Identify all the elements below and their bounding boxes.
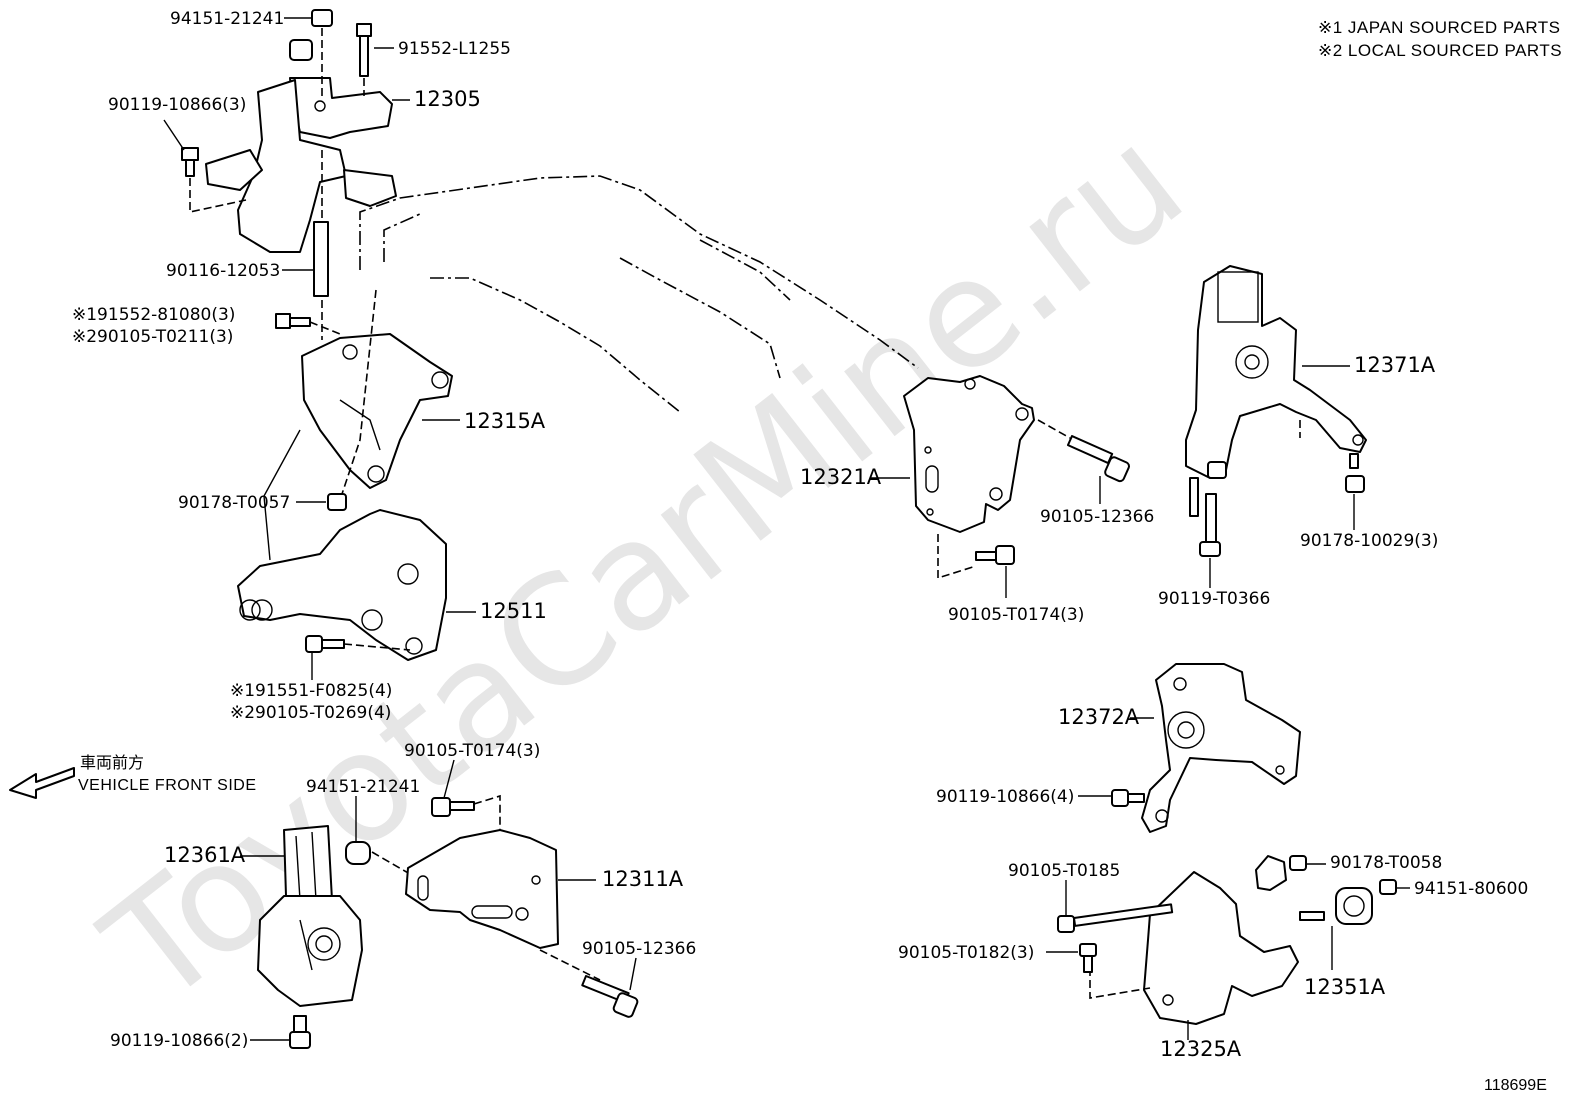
bracket-12321A [903, 375, 1071, 580]
stud-90119-T0366 [1199, 493, 1221, 557]
label-94151-21241-top[interactable]: 94151-21241 [170, 9, 284, 29]
bolt-91552-L1255 [356, 23, 372, 96]
bolt-90119-10866-2 [289, 1015, 311, 1049]
label-90116-12053[interactable]: 90116-12053 [166, 261, 280, 281]
label-12315A[interactable]: 12315A [464, 409, 546, 433]
label-90119-10866-4[interactable]: 90119-10866(4) [936, 787, 1074, 807]
direction-en: VEHICLE FRONT SIDE [78, 777, 257, 794]
bracket-12315A [301, 289, 453, 501]
label-90105-T0174-mid[interactable]: 90105-T0174(3) [948, 605, 1084, 625]
label-91552-81080[interactable]: ※191552-81080(3) [72, 305, 235, 325]
stud-90116-12053 [313, 150, 329, 340]
bolt-90119-10866-4 [1111, 789, 1145, 807]
label-12371A[interactable]: 12371A [1354, 353, 1436, 377]
bolt-90105-12366-mid [1066, 434, 1130, 483]
label-94151-80600[interactable]: 94151-80600 [1414, 879, 1528, 899]
label-90105-T0182[interactable]: 90105-T0182(3) [898, 943, 1034, 963]
label-90105-T0185[interactable]: 90105-T0185 [1008, 861, 1120, 881]
engine-mount-12372A [1141, 663, 1301, 833]
bolt-90105-12366-bottom [581, 975, 639, 1018]
label-90178-T0058[interactable]: 90178-T0058 [1330, 853, 1442, 873]
label-90105-T0211[interactable]: ※290105-T0211(3) [72, 327, 233, 347]
label-12372A[interactable]: 12372A [1058, 705, 1140, 729]
label-90105-12366-bottom[interactable]: 90105-12366 [582, 939, 696, 959]
nut-94151-80600 [1379, 879, 1397, 895]
label-90119-T0366[interactable]: 90119-T0366 [1158, 589, 1270, 609]
sheet-id: 118699E [1484, 1077, 1547, 1094]
label-12321A[interactable]: 12321A [800, 465, 882, 489]
label-90105-12366-mid[interactable]: 90105-12366 [1040, 507, 1154, 527]
label-12351A[interactable]: 12351A [1304, 975, 1386, 999]
label-90178-10029[interactable]: 90178-10029(3) [1300, 531, 1438, 551]
bolt-90119-10866-top [181, 147, 247, 213]
label-90105-T0174-bottom[interactable]: 90105-T0174(3) [404, 741, 540, 761]
label-12511[interactable]: 12511 [480, 599, 547, 623]
leader-lines [163, 17, 1410, 1041]
bolt-91552-81080 [275, 313, 341, 335]
bracket-12325A [1089, 855, 1299, 1025]
nut-90178-T0057 [327, 493, 347, 511]
label-91552-L1255[interactable]: 91552-L1255 [398, 39, 511, 59]
bracket-12511 [237, 429, 447, 661]
label-91551-F0825[interactable]: ※191551-F0825(4) [230, 681, 392, 701]
engine-mount-12371A [1185, 265, 1367, 517]
note-local-sourced: ※2 LOCAL SOURCED PARTS [1318, 41, 1562, 60]
label-12325A[interactable]: 12325A [1160, 1037, 1242, 1061]
bolt-90105-T0174-mid [975, 545, 1015, 565]
note-japan-sourced: ※1 JAPAN SOURCED PARTS [1318, 18, 1561, 37]
label-90119-10866-2[interactable]: 90119-10866(2) [110, 1031, 248, 1051]
label-90105-T0269[interactable]: ※290105-T0269(4) [230, 703, 391, 723]
nut-94151-21241-bottom [345, 841, 411, 875]
bolt-90105-T0182 [1079, 943, 1097, 973]
label-12361A[interactable]: 12361A [164, 843, 246, 867]
label-12311A[interactable]: 12311A [602, 867, 684, 891]
nut-90178-10029 [1345, 475, 1365, 493]
engine-outline [359, 175, 919, 413]
bolt-90105-T0185 [1057, 903, 1174, 933]
label-90119-10866-3[interactable]: 90119-10866(3) [108, 95, 246, 115]
label-12305[interactable]: 12305 [414, 87, 481, 111]
bracket-12311A [405, 829, 601, 981]
nut-90178-T0058 [1289, 855, 1307, 871]
bushing-12351A [1299, 887, 1373, 925]
engine-mount-12305 [205, 39, 397, 253]
direction-jp: 車両前方 [80, 753, 144, 772]
engine-mount-12361A [257, 825, 363, 1007]
label-94151-21241-bottom[interactable]: 94151-21241 [306, 777, 420, 797]
vehicle-front-arrow [9, 767, 75, 799]
label-90178-T0057[interactable]: 90178-T0057 [178, 493, 290, 513]
bolt-91551-F0825 [305, 635, 411, 653]
